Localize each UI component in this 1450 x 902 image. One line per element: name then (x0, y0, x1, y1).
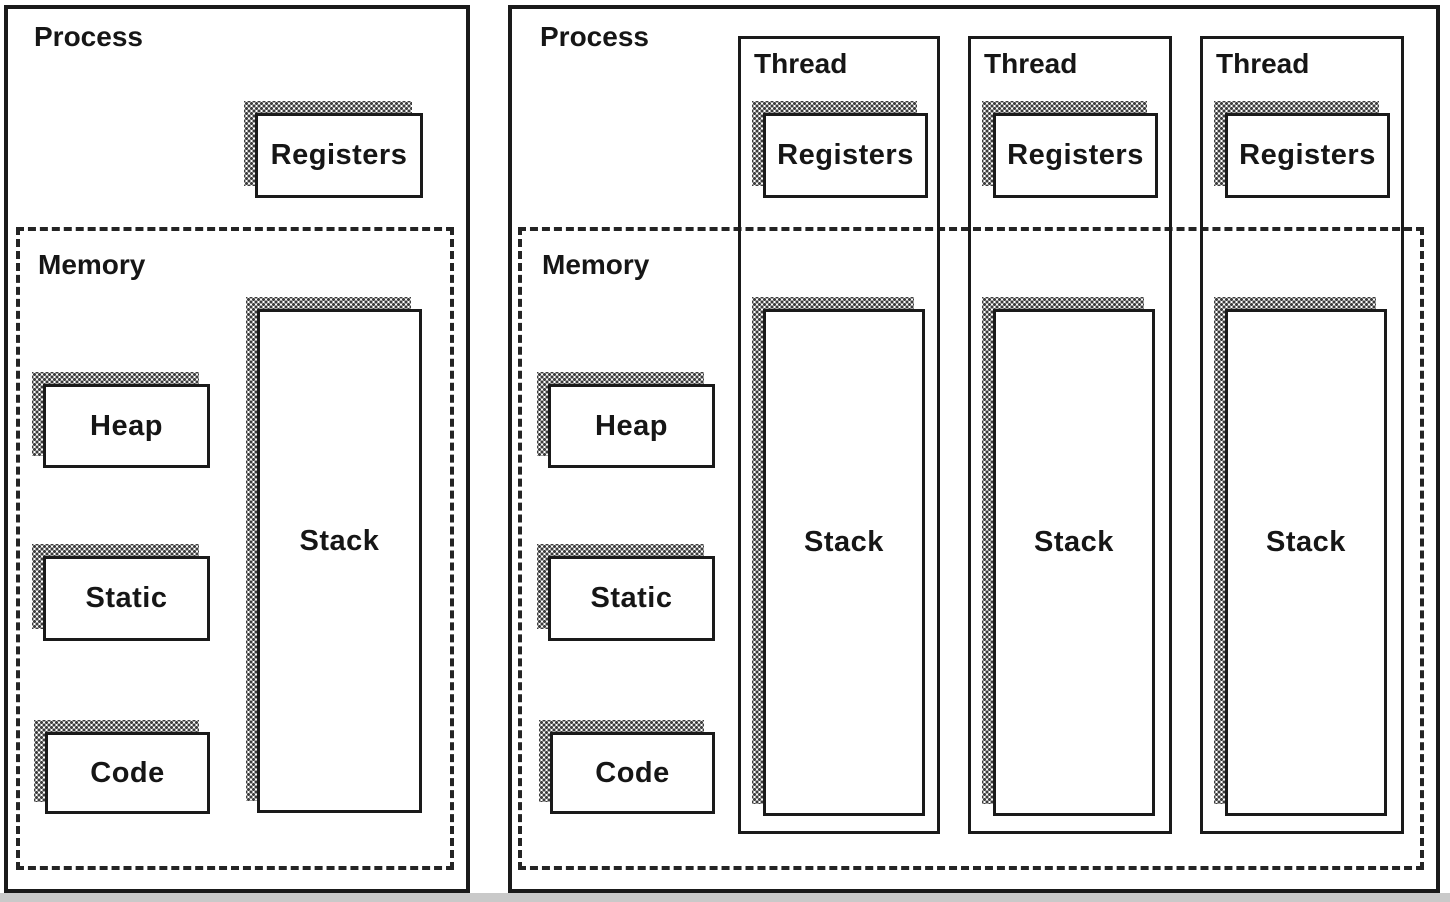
process-box-single (4, 5, 470, 893)
heap-label: Heap (595, 409, 668, 442)
registers-box-thread-2: Registers (982, 101, 1158, 198)
stack-label: Stack (1266, 526, 1346, 558)
memory-region-single (16, 227, 454, 870)
registers-box-thread-3: Registers (1214, 101, 1390, 198)
registers-box-thread-1: Registers (752, 101, 928, 198)
heap-label: Heap (90, 409, 163, 442)
thread-box-3: Thread Registers Stack (1200, 36, 1404, 834)
registers-label: Registers (1007, 139, 1144, 171)
static-box-multi: Static (537, 544, 715, 641)
memory-label-single: Memory (38, 249, 146, 280)
registers-label: Registers (270, 139, 408, 171)
page-bottom-edge (0, 893, 1450, 902)
thread-box-1: Thread Registers Stack (738, 36, 940, 834)
stack-box-thread-3: Stack (1214, 297, 1387, 816)
static-label: Static (85, 582, 168, 614)
stack-label: Stack (804, 526, 884, 558)
stack-label: Stack (1034, 526, 1114, 558)
code-label: Code (595, 756, 670, 789)
stack-box-thread-2: Stack (982, 297, 1155, 816)
static-box-single: Static (32, 544, 210, 641)
thread-label-1: Thread (754, 48, 848, 79)
thread-label-2: Thread (984, 48, 1078, 79)
process-label-single: Process (34, 21, 143, 52)
thread-box-2: Thread Registers Stack (968, 36, 1172, 834)
registers-label: Registers (1239, 139, 1376, 171)
code-box-single: Code (34, 720, 210, 814)
heap-box-single: Heap (32, 372, 210, 468)
process-box-multi (508, 5, 1440, 893)
memory-region-multi (518, 227, 1424, 870)
stack-label: Stack (299, 524, 380, 557)
registers-label: Registers (777, 139, 914, 171)
heap-box-multi: Heap (537, 372, 715, 468)
thread-label-3: Thread (1216, 48, 1310, 79)
stack-box-single: Stack (246, 297, 422, 813)
memory-label-multi: Memory (542, 249, 650, 280)
code-label: Code (90, 756, 165, 789)
process-label-multi: Process (540, 21, 649, 52)
stack-box-thread-1: Stack (752, 297, 925, 816)
static-label: Static (590, 582, 673, 614)
code-box-multi: Code (539, 720, 715, 814)
registers-box-single: Registers (244, 101, 423, 198)
